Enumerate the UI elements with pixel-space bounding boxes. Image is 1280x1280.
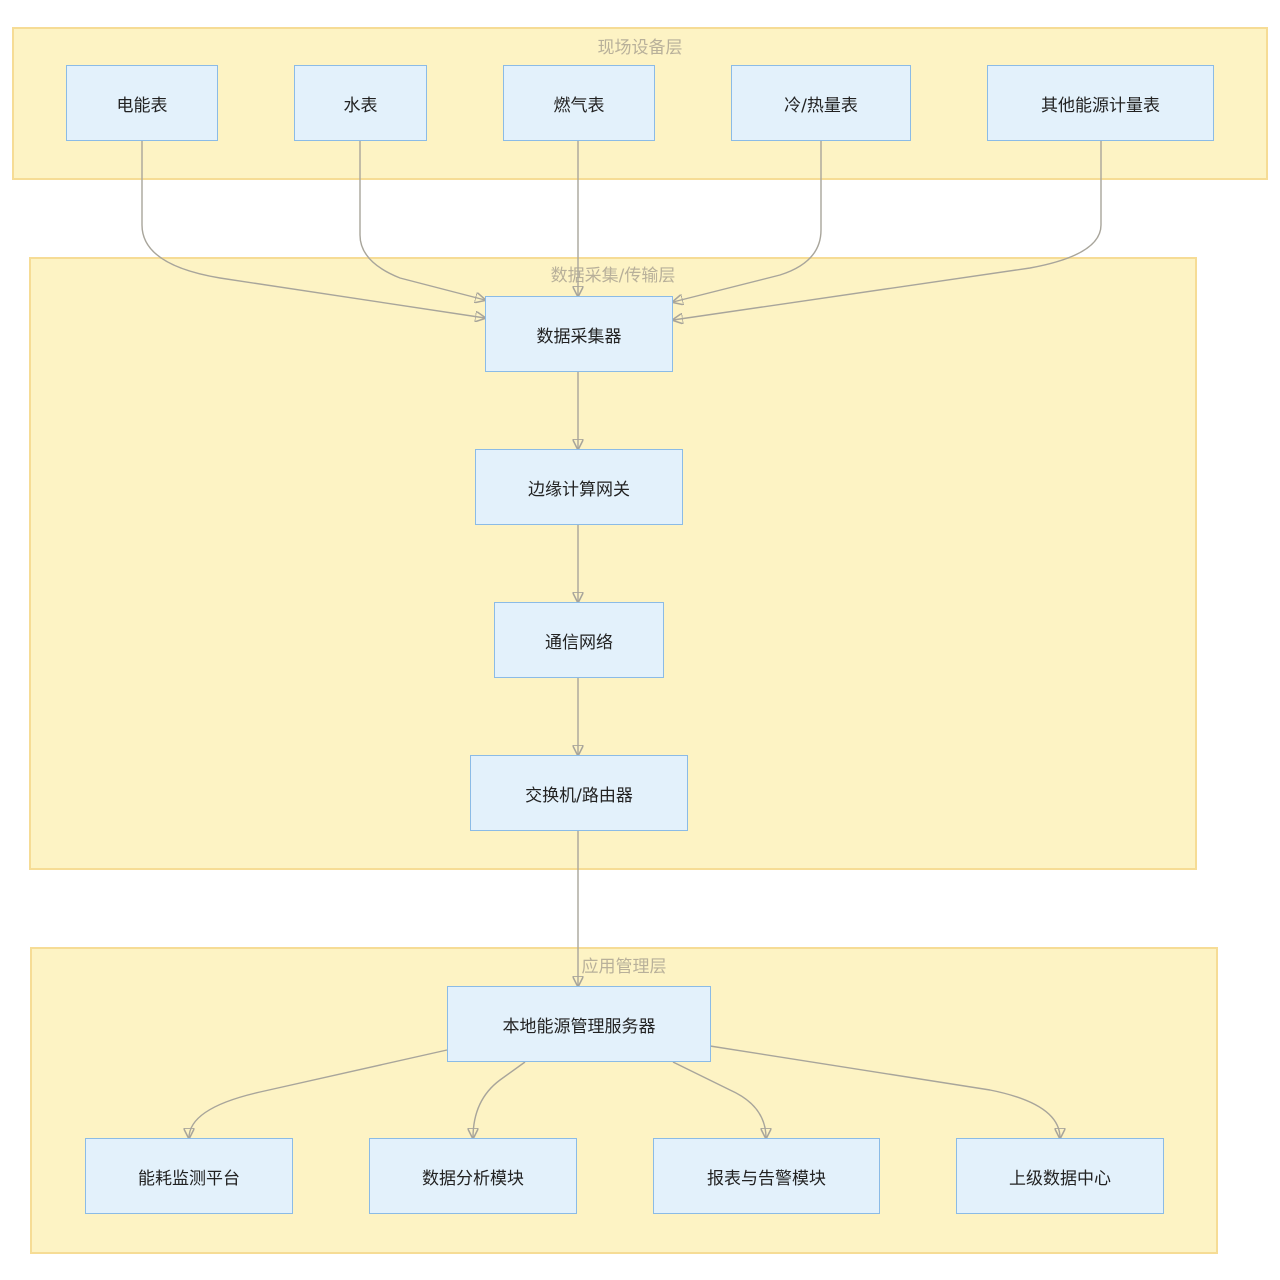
- node-energy-server[interactable]: 本地能源管理服务器: [447, 986, 711, 1062]
- node-label: 能耗监测平台: [138, 1168, 240, 1189]
- node-label: 本地能源管理服务器: [502, 1016, 656, 1037]
- node-label: 报表与告警模块: [707, 1168, 826, 1189]
- layer-title: 应用管理层: [581, 957, 667, 977]
- node-label: 边缘计算网关: [528, 479, 630, 500]
- node-label: 燃气表: [553, 95, 605, 116]
- node-cold-heat-meter[interactable]: 冷/热量表: [731, 65, 911, 141]
- node-label: 交换机/路由器: [525, 785, 633, 806]
- node-analysis-module[interactable]: 数据分析模块: [369, 1138, 577, 1214]
- node-communication-network[interactable]: 通信网络: [494, 602, 664, 678]
- node-monitor-platform[interactable]: 能耗监测平台: [85, 1138, 293, 1214]
- node-switch-router[interactable]: 交换机/路由器: [470, 755, 688, 831]
- node-label: 数据采集器: [536, 326, 622, 347]
- node-label: 数据分析模块: [422, 1168, 524, 1189]
- node-label: 水表: [343, 95, 378, 116]
- node-label: 通信网络: [545, 632, 613, 653]
- node-label: 冷/热量表: [784, 95, 858, 116]
- node-other-energy-meter[interactable]: 其他能源计量表: [987, 65, 1214, 141]
- node-upper-data-center[interactable]: 上级数据中心: [956, 1138, 1164, 1214]
- node-data-collector[interactable]: 数据采集器: [485, 296, 673, 372]
- node-label: 上级数据中心: [1009, 1168, 1111, 1189]
- node-label: 电能表: [116, 95, 168, 116]
- layer-title: 现场设备层: [597, 38, 683, 58]
- node-electric-meter[interactable]: 电能表: [66, 65, 218, 141]
- node-label: 其他能源计量表: [1041, 95, 1160, 116]
- layer-title: 数据采集/传输层: [550, 266, 676, 286]
- node-report-alarm-module[interactable]: 报表与告警模块: [653, 1138, 880, 1214]
- node-water-meter[interactable]: 水表: [294, 65, 427, 141]
- node-edge-gateway[interactable]: 边缘计算网关: [475, 449, 683, 525]
- node-gas-meter[interactable]: 燃气表: [503, 65, 655, 141]
